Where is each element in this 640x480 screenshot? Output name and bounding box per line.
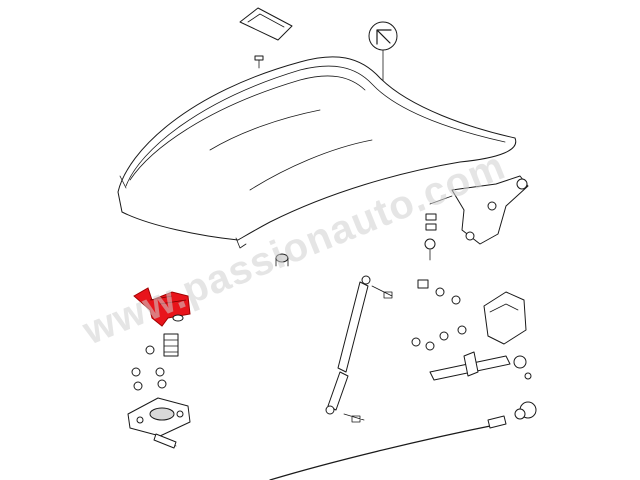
- cover-screw: [254, 55, 264, 69]
- release-rod: [429, 351, 532, 381]
- rubber-stop: [275, 253, 289, 267]
- lock-base-plate: [127, 397, 191, 449]
- lock-housing: [483, 291, 527, 345]
- arrow-up-left-icon: [376, 29, 392, 45]
- fastener-stack-center: [411, 279, 467, 351]
- cover-plate: [239, 7, 293, 41]
- arrow-badge: [368, 21, 398, 93]
- release-cable: [269, 401, 537, 480]
- gas-strut: [325, 275, 393, 423]
- fastener-stack-left: [131, 314, 184, 391]
- hinge-assembly: [424, 175, 529, 261]
- hood-panel: [117, 56, 517, 249]
